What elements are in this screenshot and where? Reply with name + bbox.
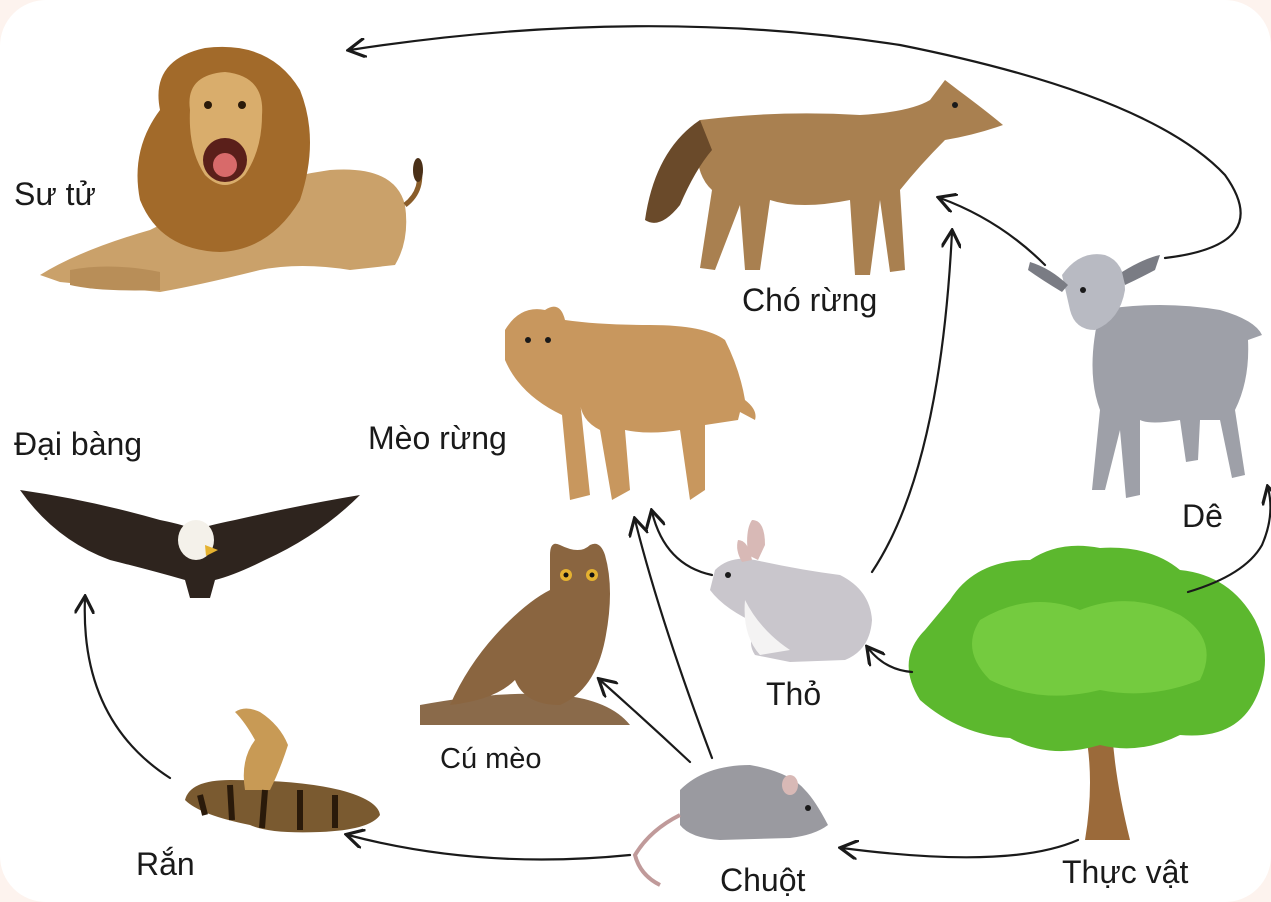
eagle-illustration (20, 490, 360, 598)
snake-illustration (185, 709, 380, 833)
label-plant: Thực vật (1062, 856, 1188, 888)
label-snake: Rắn (136, 848, 195, 880)
arrow-goat-to-jackal (940, 198, 1045, 265)
goat-illustration (1028, 254, 1262, 498)
label-owl: Cú mèo (440, 745, 542, 774)
lion-illustration (40, 47, 423, 292)
arrow-plant-to-mouse (842, 840, 1078, 857)
label-mouse: Chuột (720, 864, 805, 896)
arrow-plant-to-rabbit (868, 648, 912, 672)
label-rabbit: Thỏ (766, 678, 821, 710)
label-lion: Sư tử (14, 178, 96, 210)
label-jackal: Chó rừng (742, 284, 877, 316)
arrow-rabbit-to-wildcat (652, 512, 712, 575)
label-wildcat: Mèo rừng (368, 422, 507, 454)
label-eagle: Đại bàng (14, 428, 142, 460)
arrow-rabbit-to-jackal (872, 232, 952, 572)
rabbit-illustration (710, 520, 872, 662)
arrow-snake-to-eagle (85, 598, 170, 778)
label-goat: Dê (1182, 500, 1223, 532)
wildcat-illustration (505, 307, 756, 500)
tree-illustration (909, 546, 1265, 840)
arrow-mouse-to-snake (348, 835, 630, 860)
owl-illustration (420, 544, 630, 725)
jackal-illustration (645, 80, 1003, 275)
